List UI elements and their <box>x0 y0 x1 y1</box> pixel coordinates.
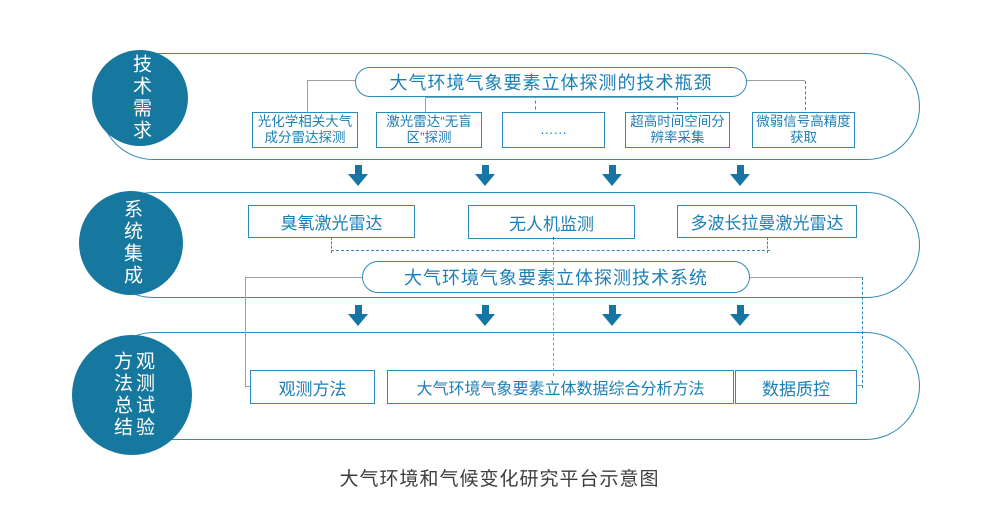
row-circle-observation-methods: 观测试验方法总结 <box>72 335 192 455</box>
connector-line <box>745 80 805 81</box>
connector-line <box>245 277 362 278</box>
down-arrow-icon <box>730 305 750 326</box>
connector-line-dashed <box>331 237 332 253</box>
box-ellipsis: …… <box>502 112 605 148</box>
box-photochemical-radar: 光化学相关大气成分雷达探测 <box>252 112 358 148</box>
row-circle-system-integration: 系统集成 <box>79 191 183 295</box>
connector-line <box>307 80 308 112</box>
capsule-tech-system: 大气环境气象要素立体探测技术系统 <box>362 261 750 293</box>
down-arrow-icon <box>348 305 368 326</box>
row-circle-label-column: 方法总结 <box>111 351 132 439</box>
down-arrow-icon <box>475 165 495 186</box>
connector-line <box>748 277 862 278</box>
connector-line <box>425 97 426 112</box>
connector-line-dashed <box>331 250 770 251</box>
box-comprehensive-analysis-method: 大气环境气象要素立体数据综合分析方法 <box>387 370 734 404</box>
connector-line <box>853 385 862 386</box>
connector-line-dashed <box>805 81 806 115</box>
box-high-resolution-sampling: 超高时间空间分辨率采集 <box>625 112 730 148</box>
down-arrow-icon <box>602 165 622 186</box>
row-circle-tech-requirements: 技术需求 <box>92 50 188 146</box>
box-data-quality-control: 数据质控 <box>735 370 857 404</box>
row-circle-label: 技术需求 <box>130 54 151 142</box>
capsule-tech-bottleneck: 大气环境气象要素立体探测的技术瓶颈 <box>355 67 747 97</box>
diagram-caption: 大气环境和气候变化研究平台示意图 <box>339 469 660 490</box>
connector-line-dashed <box>677 97 678 115</box>
connector-line <box>245 386 253 387</box>
down-arrow-icon <box>475 305 495 326</box>
box-weak-signal-acquisition: 微弱信号高精度获取 <box>752 112 855 148</box>
row-circle-label: 观测试验方法总结 <box>110 351 154 439</box>
box-ozone-lidar: 臭氧激光雷达 <box>248 205 415 238</box>
connector-line <box>425 97 677 98</box>
row-circle-label-column: 观测试验 <box>133 351 154 439</box>
connector-line <box>245 277 246 386</box>
connector-line <box>307 80 355 81</box>
connector-line-dashed <box>553 237 554 376</box>
connector-line-dashed <box>862 277 863 388</box>
box-observation-method: 观测方法 <box>250 370 375 404</box>
connector-line-dashed <box>767 237 768 253</box>
box-uav-monitoring: 无人机监测 <box>468 205 635 239</box>
box-lidar-no-blindzone: 激光雷达“无盲区”探测 <box>376 112 482 148</box>
down-arrow-icon <box>730 165 750 186</box>
box-raman-lidar: 多波长拉曼激光雷达 <box>677 205 857 238</box>
row-circle-label: 系统集成 <box>121 199 142 287</box>
down-arrow-icon <box>348 165 368 186</box>
down-arrow-icon <box>602 305 622 326</box>
